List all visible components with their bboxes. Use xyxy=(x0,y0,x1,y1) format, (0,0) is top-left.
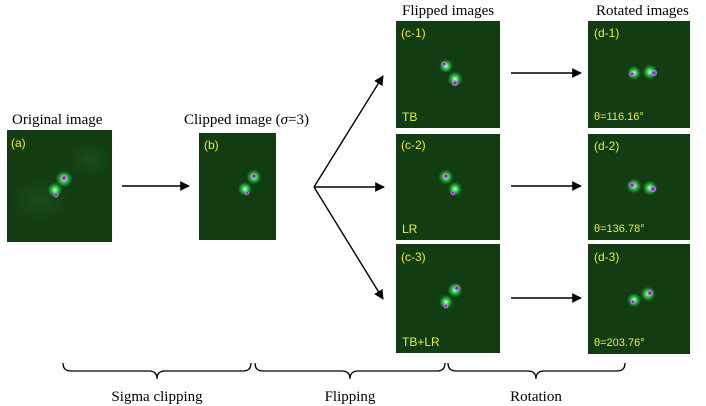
panel-caption: TB xyxy=(402,110,417,124)
stage-label-rotation: Rotation xyxy=(510,389,562,405)
brace-flipping xyxy=(254,362,446,380)
arrow-clipped-to-flip-tb xyxy=(313,75,384,188)
panel-clipped: (b) xyxy=(199,133,276,240)
source-core xyxy=(53,192,59,198)
source-core xyxy=(251,173,257,179)
panel-tag: (d-3) xyxy=(594,250,619,264)
panel-flip-tb: (c-1) TB xyxy=(396,21,500,128)
source-core xyxy=(630,299,636,305)
panel-tag: (d-1) xyxy=(594,26,619,40)
source-core xyxy=(441,61,447,67)
brace-sigma-clipping xyxy=(62,362,252,380)
stage-label-sigma-clipping: Sigma clipping xyxy=(111,389,203,405)
source-core xyxy=(651,70,657,76)
source-core xyxy=(647,290,653,296)
stage-label-flipping: Flipping xyxy=(325,389,376,405)
panel-caption: TB+LR xyxy=(402,335,440,349)
source-glow xyxy=(438,58,454,74)
source-glow xyxy=(237,181,253,197)
source-core xyxy=(650,186,656,192)
panel-rotated-3: (d-3) θ=203.76° xyxy=(588,244,690,354)
panel-caption: θ=203.76° xyxy=(594,337,645,349)
panel-original: (a) xyxy=(7,130,112,242)
heading-original-image: Original image xyxy=(12,112,103,128)
panel-rotated-2: (d-2) θ=136.78° xyxy=(588,134,690,240)
source-core xyxy=(443,303,449,309)
source-core xyxy=(61,175,67,181)
panel-tag: (c-1) xyxy=(401,26,426,40)
source-glow xyxy=(447,181,463,197)
arrow-clipped-to-flip-tb-lr xyxy=(313,186,384,300)
panel-tag: (c-3) xyxy=(401,250,426,264)
heading-clipped-suffix: =3) xyxy=(288,112,309,128)
source-glow xyxy=(642,180,658,196)
panel-flip-tb-background xyxy=(396,21,500,128)
heading-sigma-symbol: σ xyxy=(281,112,289,128)
panel-caption: θ=116.16° xyxy=(594,111,644,123)
heading-flipped-images: Flipped images xyxy=(402,3,494,19)
panel-caption: θ=136.78° xyxy=(594,223,645,235)
panel-tag: (a) xyxy=(11,136,26,150)
panel-caption: LR xyxy=(402,222,418,236)
source-core xyxy=(629,71,635,77)
panel-flip-tb-lr: (c-3) TB+LR xyxy=(396,244,500,353)
heading-clipped-prefix: Clipped image ( xyxy=(184,112,281,128)
source-glow xyxy=(447,71,463,87)
source-core xyxy=(244,190,250,196)
source-core xyxy=(443,173,449,179)
heading-clipped-image: Clipped image (σ=3) xyxy=(184,112,309,128)
source-core xyxy=(629,182,635,188)
panel-tag: (b) xyxy=(204,138,219,152)
brace-rotation xyxy=(447,362,626,380)
source-core xyxy=(450,190,456,196)
panel-rotated-1: (d-1) θ=116.16° xyxy=(588,21,690,128)
background-noise xyxy=(68,142,112,178)
source-glow xyxy=(438,294,454,310)
source-core xyxy=(452,80,458,86)
panel-tag: (c-2) xyxy=(401,138,426,152)
panel-clipped-background xyxy=(199,133,276,240)
panel-flip-lr: (c-2) LR xyxy=(396,134,500,240)
source-core xyxy=(454,285,460,291)
panel-tag: (d-2) xyxy=(594,139,619,153)
heading-rotated-images: Rotated images xyxy=(596,3,689,19)
source-glow xyxy=(47,182,63,198)
